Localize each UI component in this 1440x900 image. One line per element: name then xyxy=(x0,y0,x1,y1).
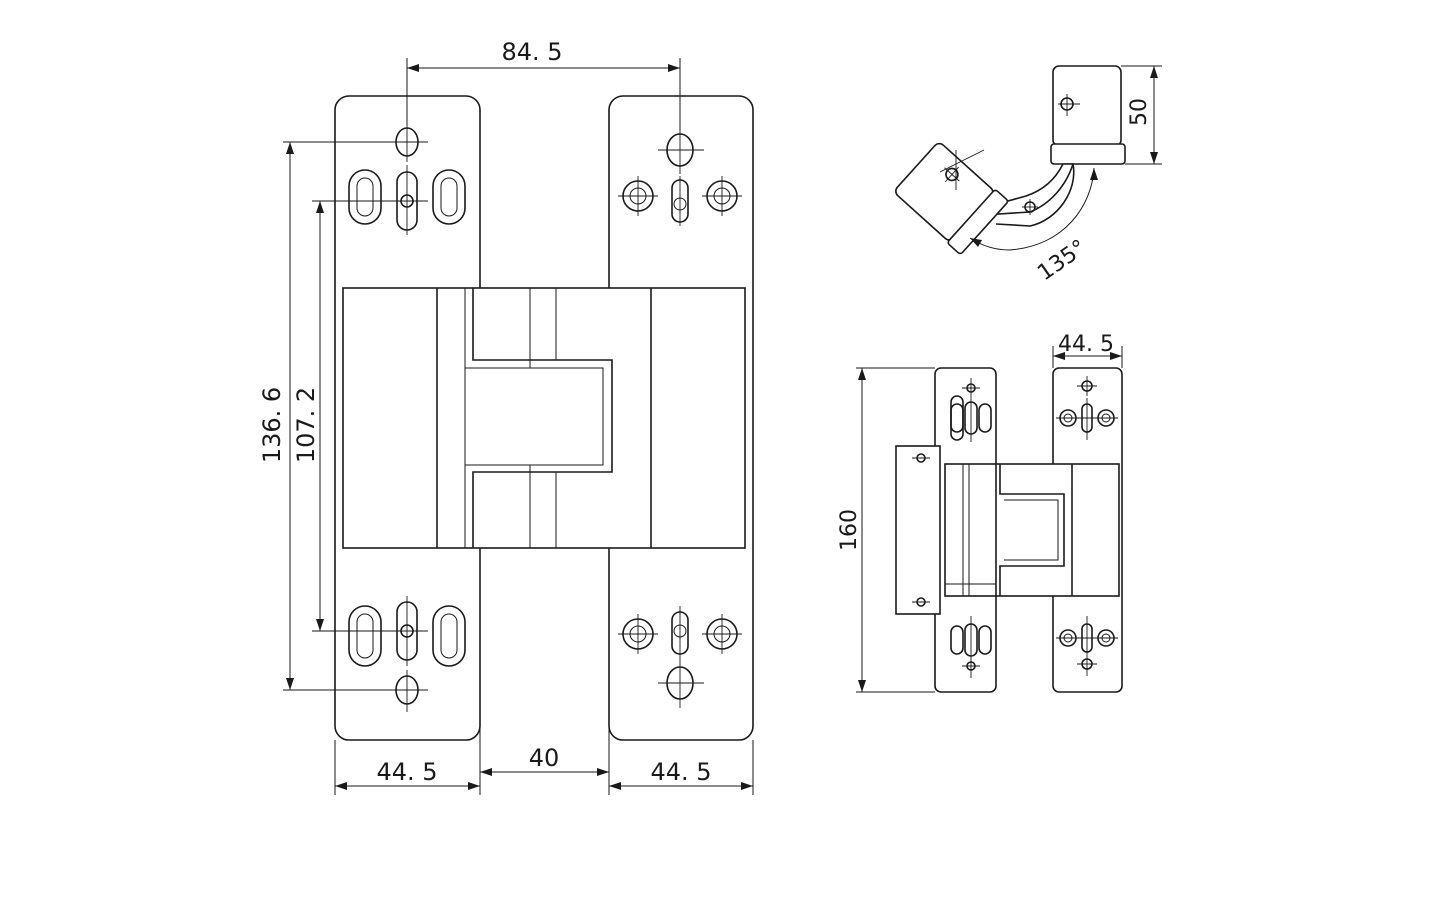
dim-inner-hole-spacing: 107. 2 xyxy=(292,200,395,632)
front-view: 84. 5 136. 6 107. 2 xyxy=(258,38,754,795)
dim-side-plate-width: 44. 5 xyxy=(1052,332,1123,368)
dim-outer-hole-spacing: 136. 6 xyxy=(258,141,395,691)
dim-plate-width-left-label: 44. 5 xyxy=(376,758,437,786)
dim-inner-hole-spacing-label: 107. 2 xyxy=(292,387,320,463)
right-plate-bottom-holes xyxy=(618,606,742,708)
right-plate-top-holes xyxy=(618,126,742,226)
dim-side-height-label: 160 xyxy=(837,509,862,551)
dim-body-depth: 50 xyxy=(1121,65,1162,165)
dim-side-plate-width-label: 44. 5 xyxy=(1058,332,1114,357)
side-view: 44. 5 160 xyxy=(837,332,1123,693)
dim-top-hole-spacing-label: 84. 5 xyxy=(501,38,562,66)
dim-top-hole-spacing: 84. 5 xyxy=(406,38,681,130)
hinge-body xyxy=(342,287,746,549)
dim-side-height: 160 xyxy=(837,367,935,693)
open-view: 50 135° xyxy=(895,65,1162,286)
dim-gap-label: 40 xyxy=(529,744,560,772)
dim-outer-hole-spacing-label: 136. 6 xyxy=(258,387,286,463)
dim-bottom-widths: 44. 5 40 44. 5 xyxy=(334,548,754,795)
dim-body-depth-label: 50 xyxy=(1127,98,1152,126)
dim-plate-width-right-label: 44. 5 xyxy=(650,758,711,786)
